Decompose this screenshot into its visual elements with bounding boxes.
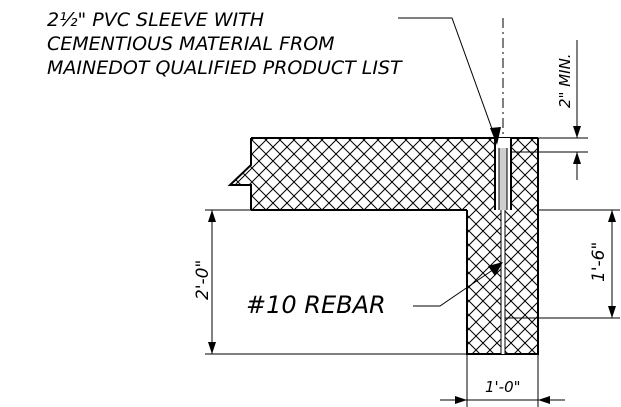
cover-dim-label: 2" MIN. [556, 53, 574, 108]
note-line-2: CEMENTIOUS MATERIAL FROM [47, 33, 335, 55]
embed-label: 1'-6" [589, 242, 609, 282]
slab [227, 137, 539, 211]
pvc-sleeve [494, 138, 512, 210]
rebar-callout: #10 REBAR [246, 262, 503, 319]
cover-dimension: 2" MIN. [511, 40, 588, 180]
wall-height-dimension: 2'-0" [193, 209, 467, 355]
sleeve-leader [398, 17, 501, 145]
sleeve-note: 2½" PVC SLEEVE WITH CEMENTIOUS MATERIAL … [47, 9, 403, 79]
width-label: 1'-0" [485, 378, 521, 396]
rebar-label: #10 REBAR [246, 291, 386, 319]
rebar [500, 210, 506, 354]
width-dimension: 1'-0" [440, 354, 565, 407]
wall-height-label: 2'-0" [193, 260, 213, 300]
embed-dimension: 1'-6" [505, 209, 620, 319]
note-line-1: 2½" PVC SLEEVE WITH [47, 9, 264, 31]
note-line-3: MAINEDOT QUALIFIED PRODUCT LIST [47, 57, 403, 79]
